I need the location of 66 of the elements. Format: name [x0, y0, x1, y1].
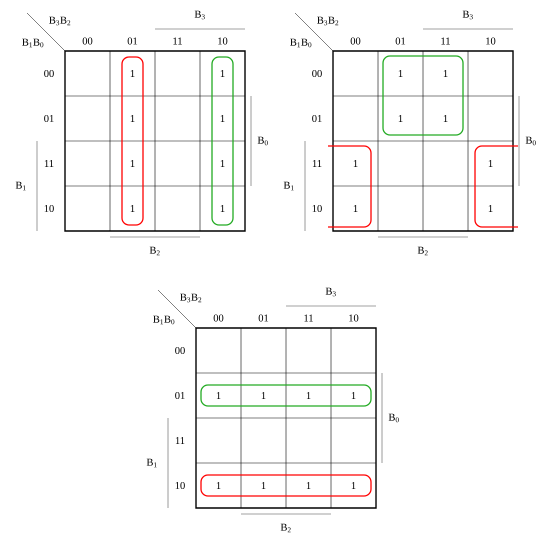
cell-value: 1	[216, 392, 220, 399]
row-header: 00	[312, 70, 322, 78]
cell-value: 1	[306, 482, 310, 489]
cell-value: 1	[130, 205, 134, 212]
cell-value: 1	[354, 160, 358, 167]
variable-label: B$_{3}$	[194, 10, 205, 20]
column-header: 11	[173, 38, 182, 44]
variable-label: B$_{1}$	[16, 182, 26, 190]
row-header: 11	[176, 437, 184, 444]
variable-label: B$_{3}$B$_{2}$	[180, 294, 202, 302]
variable-label: B$_{2}$	[280, 524, 291, 532]
cell-value: 1	[262, 392, 266, 399]
row-header: 01	[175, 392, 185, 400]
cell-value: 1	[398, 115, 402, 122]
row-header: 11	[312, 160, 322, 167]
cell-value: 1	[444, 70, 448, 77]
variable-label: B$_{3}$B$_{2}$	[317, 16, 338, 26]
cell-value: 1	[444, 115, 448, 122]
cell-value: 1	[306, 392, 310, 399]
variable-label: B$_{1}$	[146, 458, 157, 468]
column-header: 10	[218, 37, 228, 45]
cell-value: 1	[216, 482, 220, 489]
cell-value: 1	[130, 70, 134, 77]
variable-label: B$_{0}$	[258, 136, 268, 146]
cell-value: 1	[220, 160, 224, 167]
column-header: 10	[486, 37, 496, 45]
cell-value: 1	[130, 115, 134, 122]
variable-label: B$_{3}$B$_{2}$	[49, 16, 70, 26]
column-header: 00	[82, 37, 92, 45]
cell-value: 1	[354, 205, 358, 212]
column-header: 11	[304, 314, 313, 322]
variable-label: B$_{2}$	[150, 246, 160, 256]
row-header: 10	[44, 204, 54, 212]
column-header: 11	[441, 38, 450, 44]
column-header: 01	[258, 314, 268, 322]
variable-label: B$_{1}$	[284, 182, 294, 190]
variable-label: B$_{0}$	[388, 414, 399, 422]
column-header: 00	[350, 37, 360, 45]
variable-label: B$_{3}$	[326, 288, 336, 296]
cell-value: 1	[220, 205, 224, 212]
variable-label: B$_{1}$B$_{0}$	[22, 38, 44, 48]
row-header: 01	[312, 114, 322, 122]
row-header: 00	[175, 346, 185, 354]
row-header: 10	[312, 204, 322, 212]
cell-value: 1	[130, 160, 134, 167]
cell-value: 1	[220, 115, 224, 122]
row-header: 10	[176, 482, 185, 490]
cell-value: 1	[488, 205, 492, 212]
row-header: 01	[44, 114, 54, 122]
variable-label: B$_{1}$B$_{0}$	[153, 316, 174, 324]
column-header: 10	[349, 314, 358, 322]
variable-label: B$_{0}$	[526, 136, 536, 146]
variable-label: B$_{1}$B$_{0}$	[290, 38, 312, 48]
cell-value: 1	[220, 70, 224, 77]
cell-value: 1	[352, 392, 356, 399]
column-header: 00	[214, 314, 224, 322]
row-header: 11	[44, 160, 54, 167]
cell-value: 1	[352, 482, 356, 489]
cell-value: 1	[262, 482, 266, 489]
variable-label: B$_{2}$	[418, 246, 428, 256]
column-header: 01	[128, 37, 138, 45]
row-header: 00	[44, 70, 54, 78]
column-header: 01	[396, 37, 406, 45]
variable-label: B$_{3}$	[462, 10, 473, 20]
cell-value: 1	[398, 70, 402, 77]
cell-value: 1	[488, 160, 492, 167]
